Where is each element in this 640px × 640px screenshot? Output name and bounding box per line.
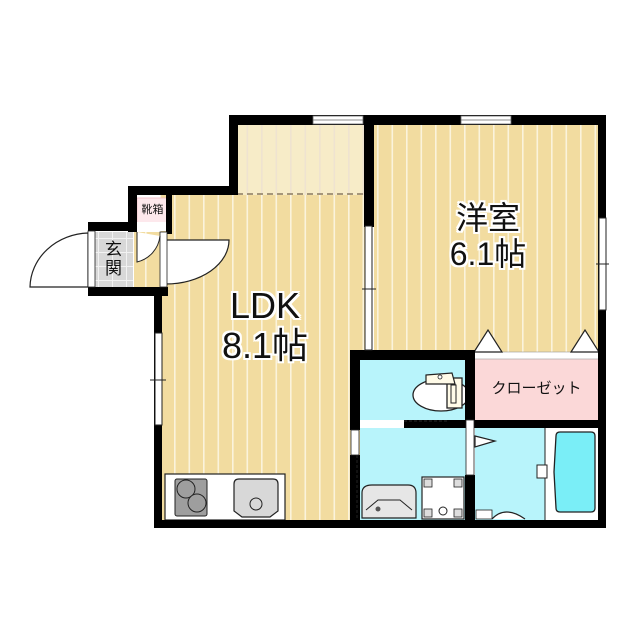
doors [29, 230, 230, 288]
kitchen-counter [164, 473, 286, 521]
bathroom [474, 428, 599, 520]
western-room-name: 洋室 [455, 200, 520, 236]
ldk-label: LDK 8.1帖 [205, 288, 325, 364]
western-room [374, 125, 600, 357]
entrance-label: 玄関 [101, 240, 121, 278]
closet-label: クローゼット [491, 379, 582, 397]
washroom [360, 428, 466, 520]
walls [88, 115, 606, 528]
ldk-room [134, 125, 365, 520]
shoe-box-label: 靴箱 [141, 203, 164, 216]
ldk-size: 8.1帖 [221, 325, 309, 366]
windows [150, 115, 609, 520]
western-room-size: 6.1帖 [449, 236, 527, 272]
toilet-room [360, 360, 470, 420]
ldk-name: LDK [229, 285, 301, 326]
western-room-label: 洋室 6.1帖 [428, 202, 548, 270]
entrance-area [95, 232, 133, 287]
